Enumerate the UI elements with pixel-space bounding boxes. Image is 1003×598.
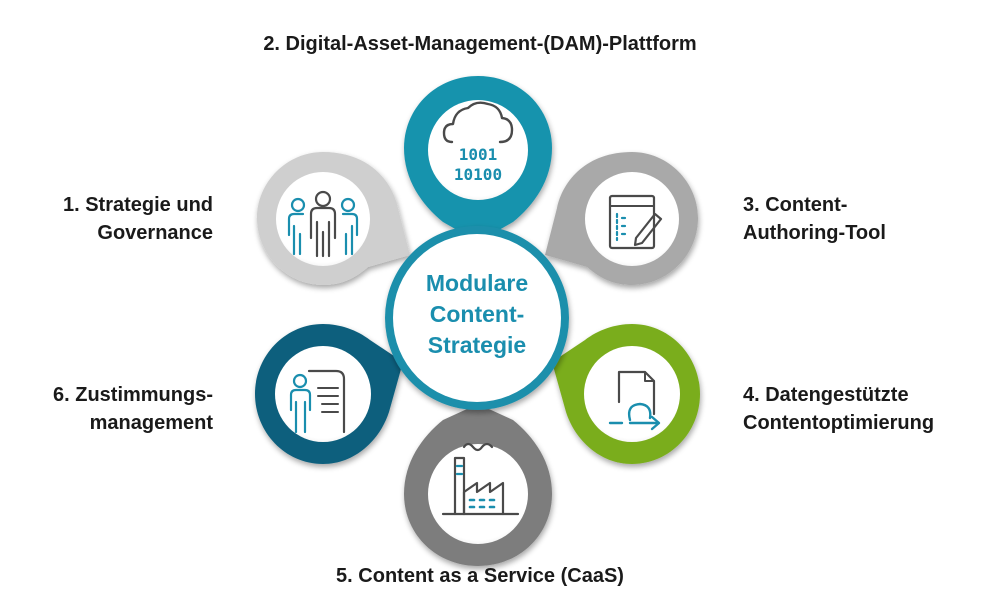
label-authoring-tool-line-1: 3. Content-	[743, 194, 848, 216]
document-edit-pen-icon	[608, 194, 663, 250]
petal-data-optimization	[552, 324, 700, 464]
label-caas: 5. Content as a Service (CaaS)	[180, 562, 780, 590]
binary-line-1: 1001	[459, 145, 498, 164]
label-dam-platform-line-1: 2. Digital-Asset-Management-(DAM)-Plattf…	[263, 33, 697, 55]
center-title-line-3: Strategie	[427, 332, 527, 358]
label-data-optimization-line-1: 4. Datengestützte	[743, 384, 909, 406]
label-caas-line-1: 5. Content as a Service (CaaS)	[336, 565, 624, 587]
label-consent-management-line-2: management	[89, 412, 213, 434]
person-document-icon	[289, 369, 346, 434]
petal-consent-management	[255, 324, 403, 464]
label-strategy-governance-line-1: 1. Strategie und	[62, 194, 213, 216]
label-consent-management: 6. Zustimmungs- management	[10, 381, 213, 437]
cloud-binary-icon: 1001 10100	[442, 101, 514, 184]
center-title: Modulare Content- Strategie	[392, 268, 562, 361]
center-title-line-1: Modulare	[425, 270, 529, 296]
factory-icon	[441, 442, 520, 516]
label-authoring-tool: 3. Content- Authoring-Tool	[743, 191, 983, 247]
label-authoring-tool-line-2: Authoring-Tool	[743, 222, 886, 244]
petal-strategy-governance	[257, 152, 410, 285]
team-people-icon	[287, 190, 359, 258]
binary-line-2: 10100	[454, 165, 502, 184]
center-hub	[385, 226, 569, 410]
document-cycle-icon	[608, 370, 661, 431]
label-strategy-governance-line-2: Governance	[97, 222, 213, 244]
label-consent-management-line-1: 6. Zustimmungs-	[52, 384, 213, 406]
label-dam-platform: 2. Digital-Asset-Management-(DAM)-Plattf…	[180, 30, 780, 58]
center-title-line-2: Content-	[429, 301, 525, 327]
label-strategy-governance: 1. Strategie und Governance	[20, 191, 213, 247]
label-data-optimization: 4. Datengestützte Contentoptimierung	[743, 381, 993, 437]
label-data-optimization-line-2: Contentoptimierung	[743, 412, 935, 434]
